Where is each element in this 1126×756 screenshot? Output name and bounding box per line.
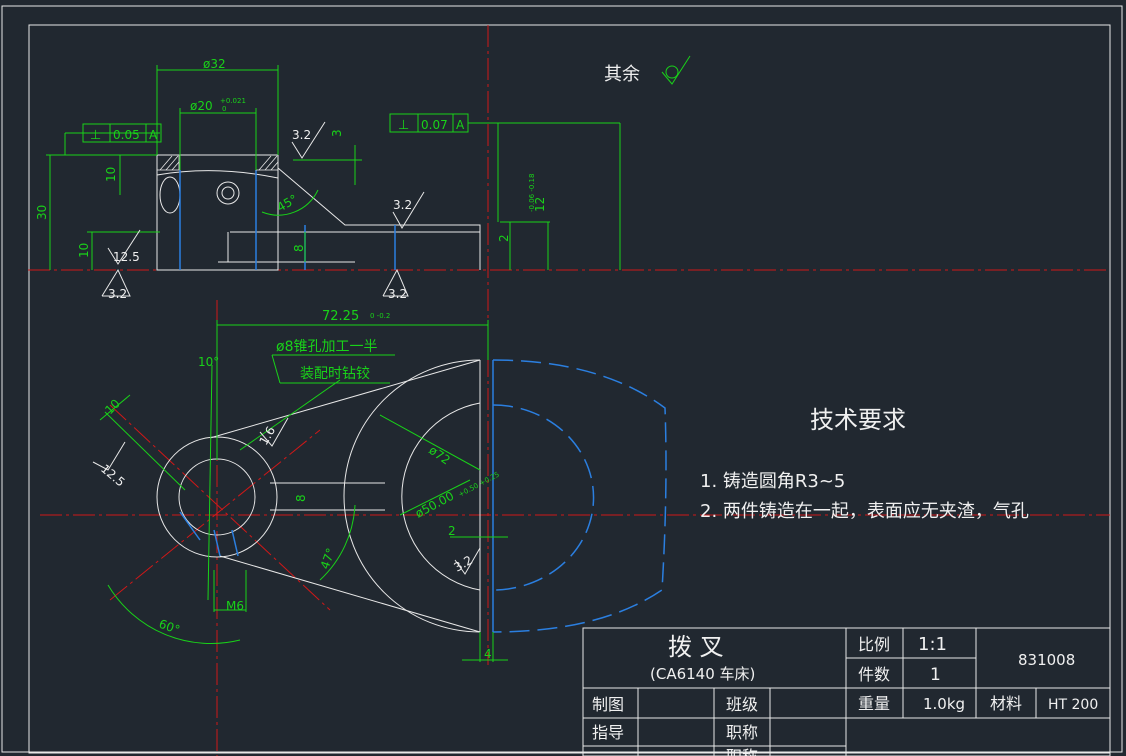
dim-d20-tol-upper: +0.021 xyxy=(220,97,246,105)
weight-label: 重量 xyxy=(858,694,890,713)
dim-2-b: 2 xyxy=(448,524,456,538)
dim-3: 3 xyxy=(330,129,344,137)
drawing-number: 831008 xyxy=(1018,651,1075,669)
part-name: 拨 叉 xyxy=(668,633,724,661)
dim-d20: ø20 xyxy=(190,99,213,113)
machine-name: (CA6140 车床) xyxy=(650,665,755,683)
section-view xyxy=(156,154,481,271)
material-value: HT 200 xyxy=(1048,697,1098,713)
dim-72: 72.25 xyxy=(322,309,359,324)
qty-value: 1 xyxy=(930,665,941,685)
plan-view xyxy=(156,359,667,633)
dim-12-tol: -0.06 -0.18 xyxy=(528,174,536,212)
plan-view-dimensions xyxy=(92,320,508,662)
material-label: 材料 xyxy=(990,694,1022,713)
dim-30: 30 xyxy=(35,205,49,220)
dim-10-a: 10 xyxy=(104,167,118,182)
dim-12: 12 xyxy=(533,197,547,212)
rough-3-2-a: 3.2 xyxy=(292,128,311,142)
dim-d32: ø32 xyxy=(203,57,226,71)
guide-label: 指导 xyxy=(592,723,624,742)
section-view-dimensions xyxy=(46,65,621,297)
tol-perp-1-value: 0.05 xyxy=(113,128,140,142)
tol-perp-2-symbol: ⊥ xyxy=(398,118,409,133)
dim-d20-tol-lower: 0 xyxy=(222,105,226,113)
qty-label: 件数 xyxy=(858,665,890,684)
sheet-outer-border xyxy=(1,5,1123,753)
tol-perp-2-value: 0.07 xyxy=(421,118,448,132)
extra-label: 职称 xyxy=(726,747,758,756)
drawn-label: 制图 xyxy=(592,695,624,714)
hole-note-2: 装配时钻铰 xyxy=(300,366,370,382)
dim-2-a: 2 xyxy=(497,234,511,242)
tech-requirement-2: 2. 两件铸造在一起，表面应无夹渣，气孔 xyxy=(700,501,1029,522)
center-lines xyxy=(28,25,1110,756)
dim-d50: ø50.00 xyxy=(413,489,456,521)
dim-10-deg: 10° xyxy=(198,355,219,369)
surface-finish-note: 其余 xyxy=(604,64,640,85)
rough-3-2-e: 3.2 xyxy=(452,553,476,575)
dim-72-tol: 0 -0.2 xyxy=(370,312,390,320)
dim-10-b: 10 xyxy=(77,243,91,258)
tol-perp-1-symbol: ⊥ xyxy=(90,128,101,143)
dim-8-b: 8 xyxy=(294,494,308,502)
weight-value: 1.0kg xyxy=(923,695,965,713)
dim-8-a: 8 xyxy=(292,244,306,252)
rough-12-5-a: 12.5 xyxy=(113,250,140,264)
hole-note-1: ø8锥孔加工一半 xyxy=(276,339,377,355)
rough-3-2-c: 3.2 xyxy=(108,287,127,301)
dim-60: 60° xyxy=(157,617,182,637)
scale-label: 比例 xyxy=(858,635,890,654)
dim-d50-tol: +0.50 +0.25 xyxy=(457,471,501,499)
tech-requirement-1: 1. 铸造圆角R3~5 xyxy=(700,471,845,492)
rough-3-2-d: 3.2 xyxy=(388,287,407,301)
tech-requirements-title: 技术要求 xyxy=(810,406,906,434)
title-block-grid xyxy=(582,627,1111,756)
title-label: 职称 xyxy=(726,723,758,742)
rough-1-6: 1.6 xyxy=(256,424,278,448)
sheet-inner-border xyxy=(28,24,1111,754)
dim-4: 4 xyxy=(484,647,492,661)
dim-d72: ø72 xyxy=(426,443,453,467)
rough-3-2-b: 3.2 xyxy=(393,198,412,212)
scale-value: 1:1 xyxy=(918,634,947,655)
dim-47: 47° xyxy=(318,546,338,571)
class-label: 班级 xyxy=(726,695,758,714)
tol-perp-1-datum: A xyxy=(149,128,158,142)
tol-perp-2-datum: A xyxy=(456,118,465,132)
rough-12-5-b: 12.5 xyxy=(98,462,127,490)
surface-finish-symbol xyxy=(661,55,691,85)
dim-m6: M6 xyxy=(226,599,244,613)
